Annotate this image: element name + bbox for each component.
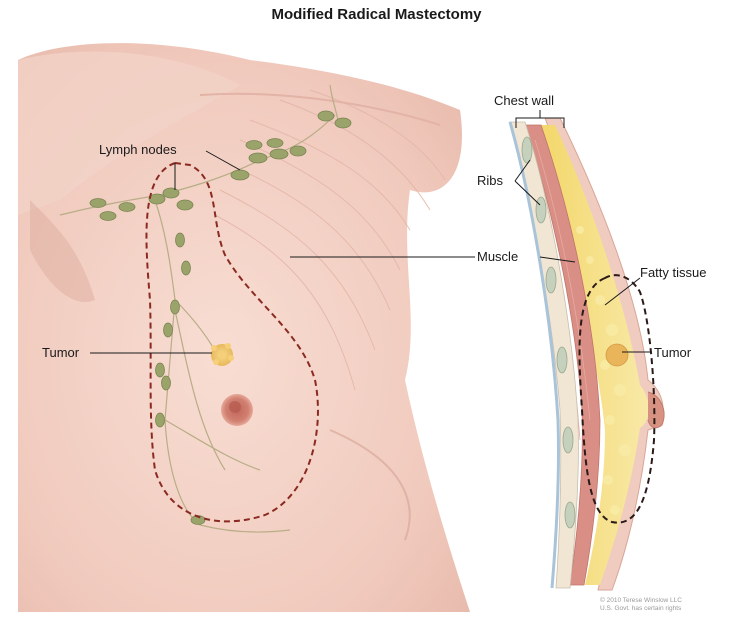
label-fatty-tissue: Fatty tissue [640, 265, 706, 280]
tumor-right-mass [606, 344, 628, 366]
label-chest-wall: Chest wall [494, 93, 554, 108]
label-tumor-left: Tumor [42, 345, 79, 360]
label-lymph-nodes: Lymph nodes [99, 142, 177, 157]
torso-illustration [18, 43, 470, 612]
copyright-notice: © 2010 Terese Winslow LLC U.S. Govt. has… [600, 597, 750, 613]
copyright-line-2: U.S. Govt. has certain rights [600, 605, 750, 613]
copyright-line-1: © 2010 Terese Winslow LLC [600, 597, 750, 605]
label-muscle: Muscle [477, 249, 518, 264]
label-tumor-right: Tumor [654, 345, 691, 360]
cross-section-illustration [510, 118, 664, 590]
label-ribs: Ribs [477, 173, 503, 188]
